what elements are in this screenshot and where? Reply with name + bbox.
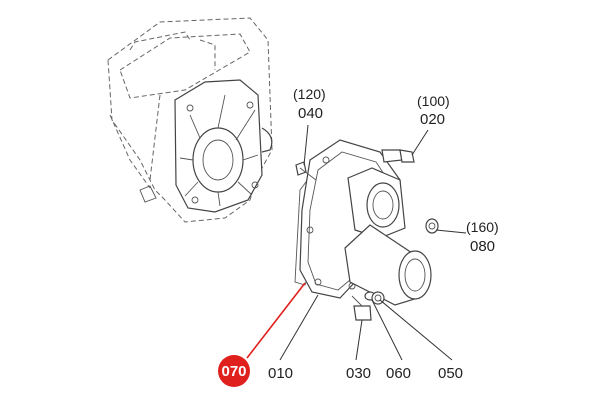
- label-part-020: 020: [420, 111, 445, 128]
- callout-leader-line: [246, 282, 306, 359]
- plug-080: [425, 218, 439, 234]
- bearing-housing: [139, 79, 273, 213]
- label-ref-160: (160): [466, 219, 499, 235]
- bolt-040: [295, 161, 317, 181]
- label-part-040: 040: [298, 105, 323, 122]
- bolt-030: [351, 295, 372, 321]
- label-part-080: 080: [470, 238, 495, 255]
- label-part-010: 010: [268, 365, 293, 382]
- bolt-020: [381, 149, 415, 163]
- label-part-050: 050: [438, 365, 463, 382]
- callout-badge-070[interactable]: 070: [218, 355, 250, 387]
- output-tube: [344, 224, 432, 306]
- background-housing: [107, 17, 273, 223]
- callout-label: 070: [221, 363, 246, 380]
- label-ref-120: (120): [293, 86, 326, 102]
- label-ref-100: (100): [417, 93, 450, 109]
- callout-circle: [218, 355, 250, 387]
- upper-boss: [347, 167, 406, 239]
- label-part-030: 030: [346, 365, 371, 382]
- leader-lines: [279, 124, 467, 361]
- label-part-060: 060: [386, 365, 411, 382]
